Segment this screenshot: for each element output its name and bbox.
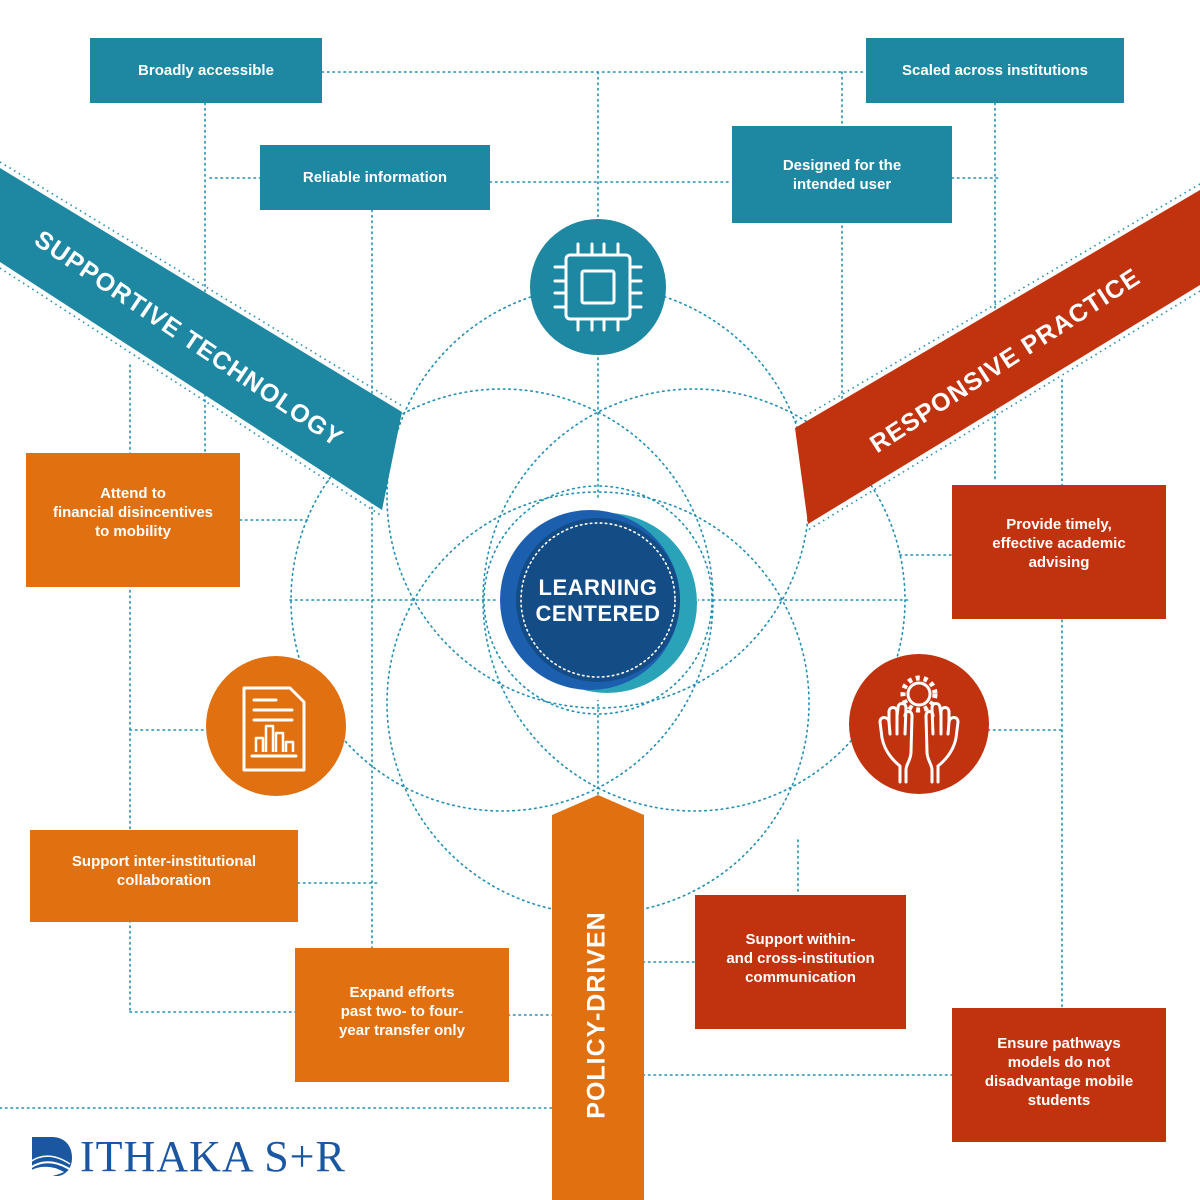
learning-centered-badge: LEARNING CENTERED bbox=[498, 500, 698, 700]
box-scaled-across-institutions: Scaled across institutions bbox=[866, 38, 1124, 103]
report-chart-icon bbox=[206, 656, 346, 796]
supportive-technology-label: SUPPORTIVE TECHNOLOGY bbox=[29, 225, 348, 453]
box-broadly-accessible: Broadly accessible bbox=[90, 38, 322, 103]
ithaka-logo-mark bbox=[28, 1137, 75, 1180]
box-support-inter-institutional-collaboration: Support inter-institutional collaboratio… bbox=[30, 830, 298, 922]
ithaka-logo-text: ITHAKA S+R bbox=[80, 1132, 346, 1181]
box-attend-financial-disincentives: Attend to financial disincentives to mob… bbox=[26, 453, 240, 587]
responsive-practice-band bbox=[795, 190, 1200, 524]
box-provide-timely-advising: Provide timely, effective academic advis… bbox=[952, 485, 1166, 619]
box-support-within-cross-communication: Support within- and cross-institution co… bbox=[695, 895, 906, 1029]
box-reliable-information: Reliable information bbox=[260, 145, 490, 210]
policy-driven-band bbox=[552, 795, 644, 1200]
responsive-practice-label: RESPONSIVE PRACTICE bbox=[865, 263, 1146, 459]
hands-gear-icon bbox=[849, 654, 989, 794]
box-ensure-pathways-models: Ensure pathways models do not disadvanta… bbox=[952, 1008, 1166, 1142]
center-line-2: CENTERED bbox=[535, 601, 660, 626]
supportive-technology-band bbox=[0, 168, 402, 510]
box-expand-efforts: Expand efforts past two- to four- year t… bbox=[295, 948, 509, 1082]
center-line-1: LEARNING bbox=[539, 575, 658, 600]
policy-driven-label: POLICY-DRIVEN bbox=[583, 911, 611, 1118]
microchip-icon bbox=[530, 219, 666, 355]
box-designed-for-intended-user: Designed for the intended user bbox=[732, 126, 952, 223]
